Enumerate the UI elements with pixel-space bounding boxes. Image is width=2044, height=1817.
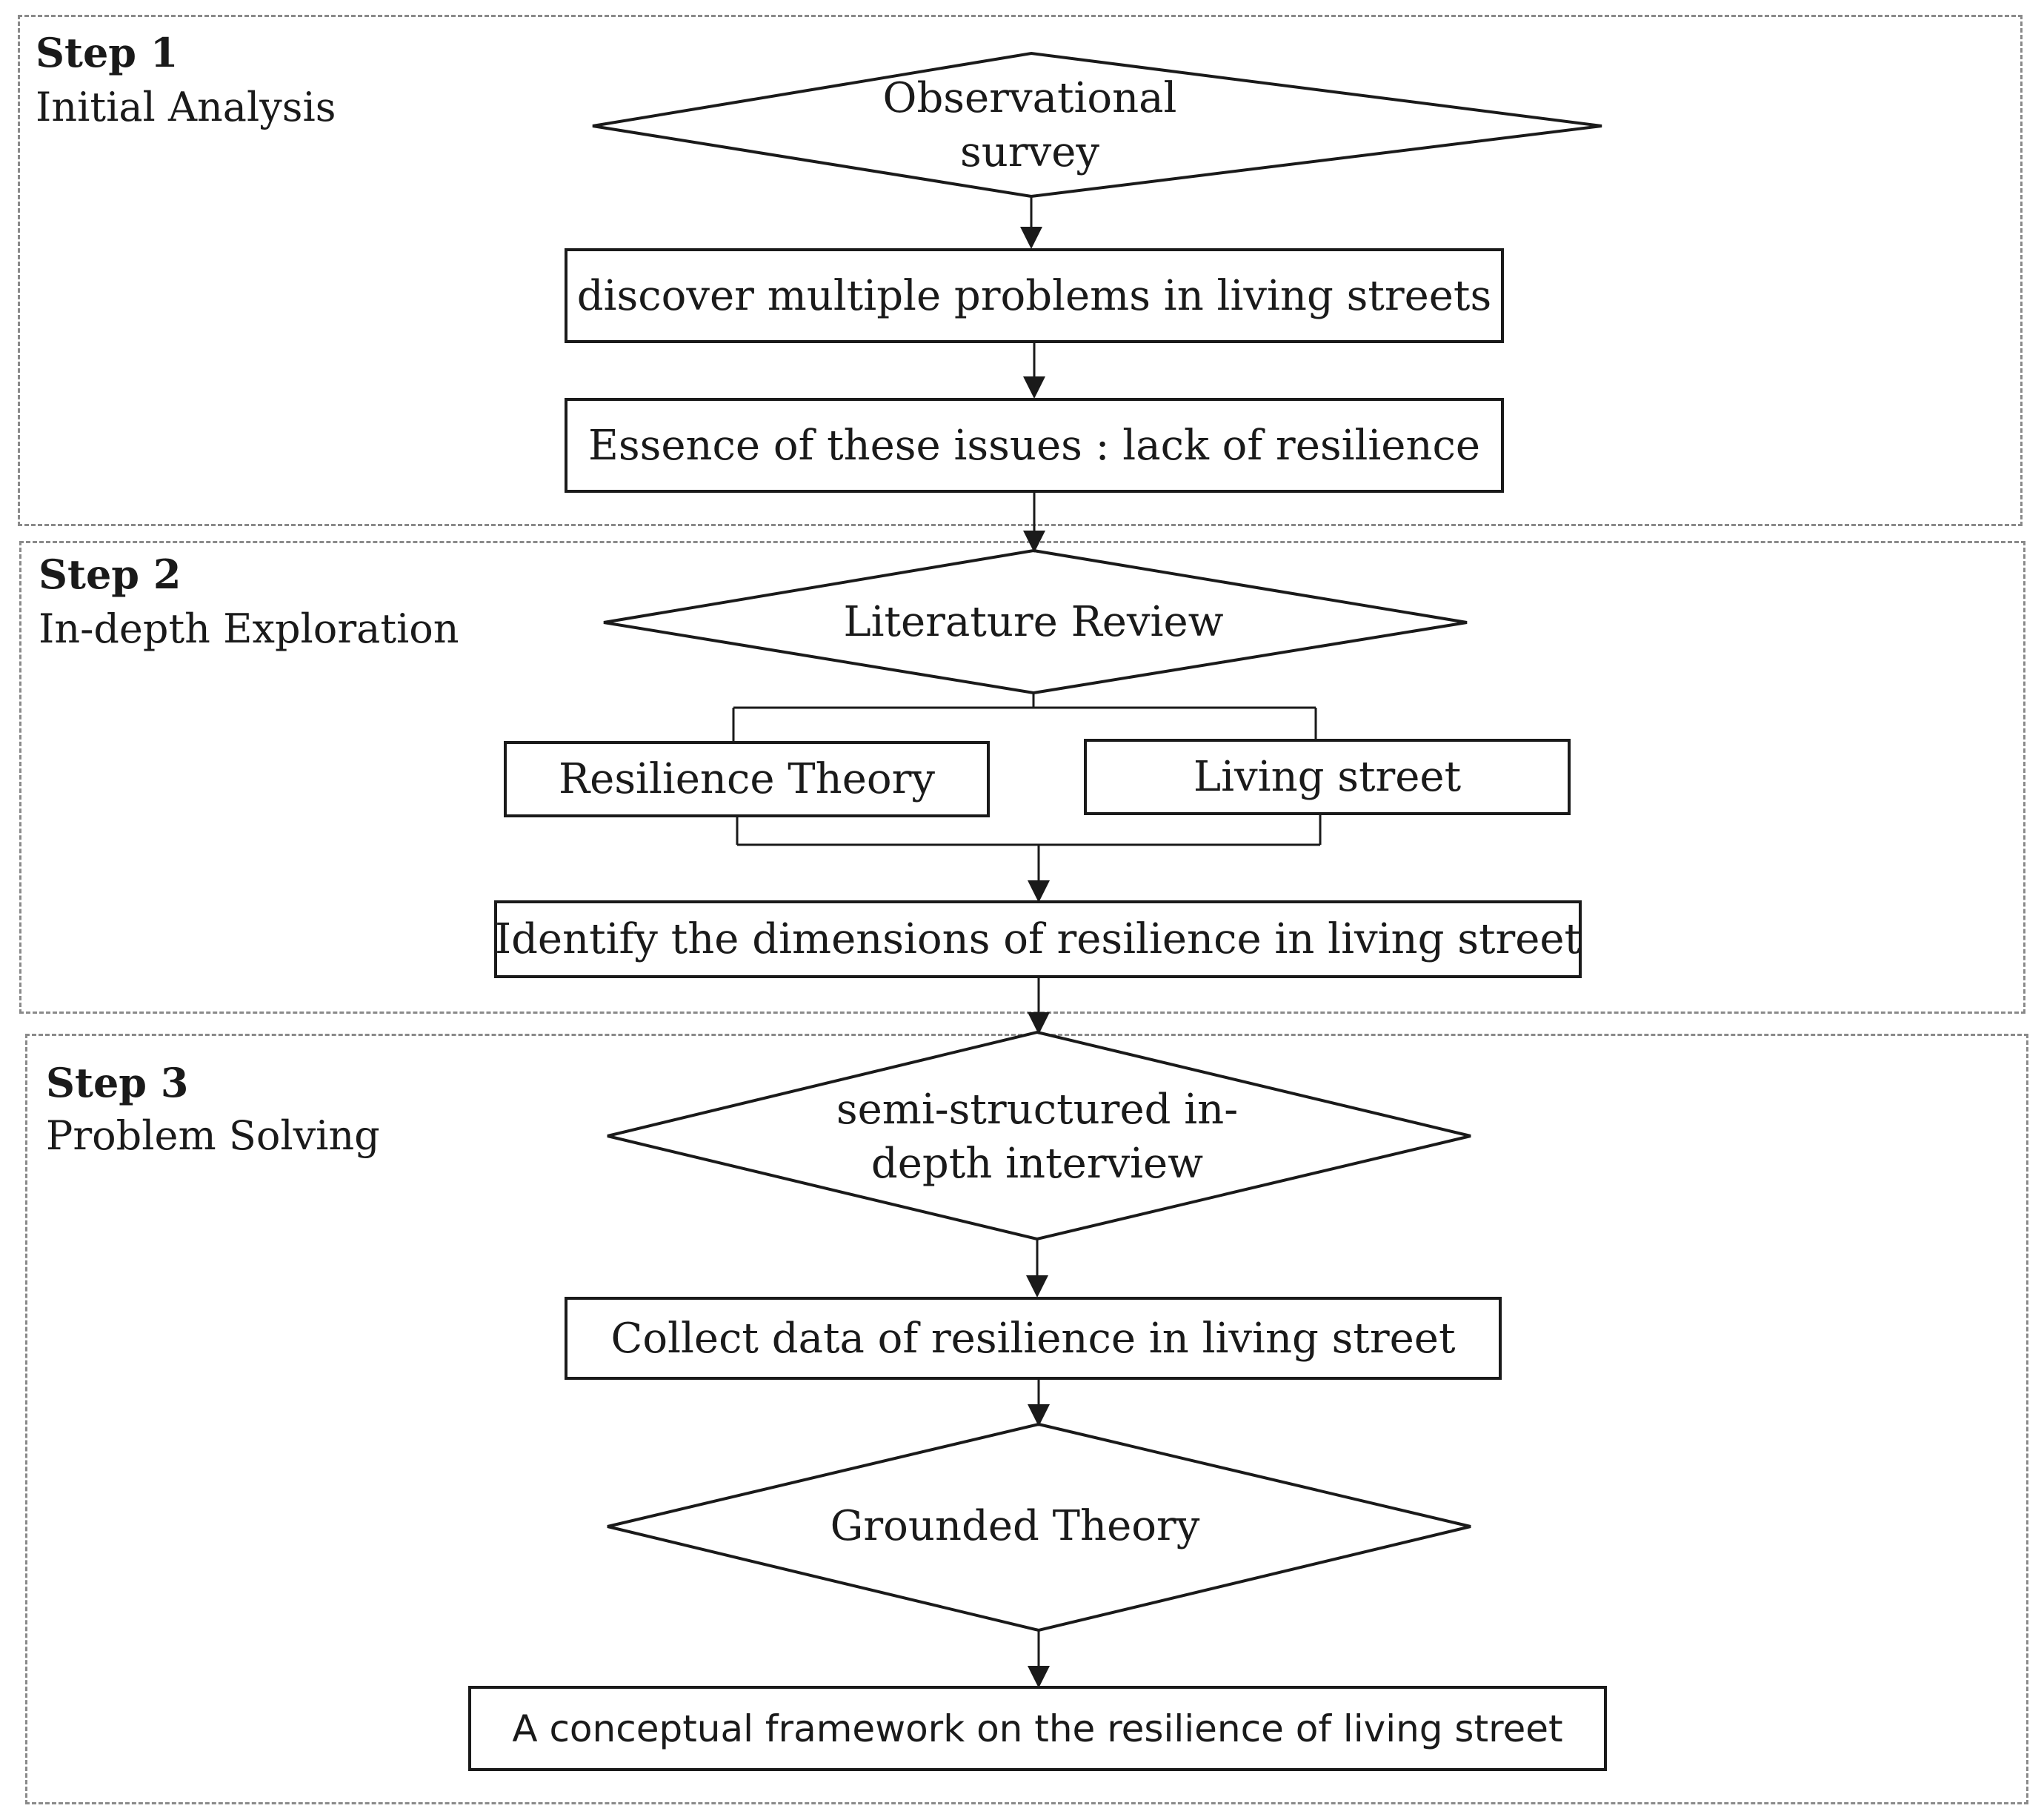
step-3-subtitle: Problem Solving: [46, 1112, 380, 1159]
step-1-panel: [18, 15, 2023, 526]
branch-living-street: Living street: [1084, 739, 1571, 815]
decision-interview-label: semi-structured in-depth interview: [836, 1086, 1239, 1188]
step-3-title: Step 3: [46, 1059, 189, 1106]
step-2-title: Step 2: [39, 551, 182, 598]
step-1-subtitle: Initial Analysis: [36, 84, 336, 130]
decision-literature-review-label: Literature Review: [843, 597, 1224, 646]
process-collect-data: Collect data of resilience in living str…: [565, 1297, 1502, 1380]
step-1-title: Step 1: [36, 29, 179, 76]
process-conceptual-framework: A conceptual framework on the resilience…: [468, 1686, 1607, 1771]
decision-grounded-theory-label: Grounded Theory: [830, 1501, 1200, 1550]
process-identify-dimensions: Identify the dimensions of resilience in…: [494, 900, 1582, 978]
decision-observational-survey-label: Observational survey: [882, 74, 1177, 176]
step-2-panel: [19, 541, 2025, 1014]
step-2-subtitle: In-depth Exploration: [39, 605, 459, 652]
branch-resilience-theory: Resilience Theory: [504, 741, 990, 817]
process-essence-of-issues: Essence of these issues : lack of resili…: [565, 398, 1504, 493]
process-discover-problems: discover multiple problems in living str…: [565, 248, 1504, 343]
